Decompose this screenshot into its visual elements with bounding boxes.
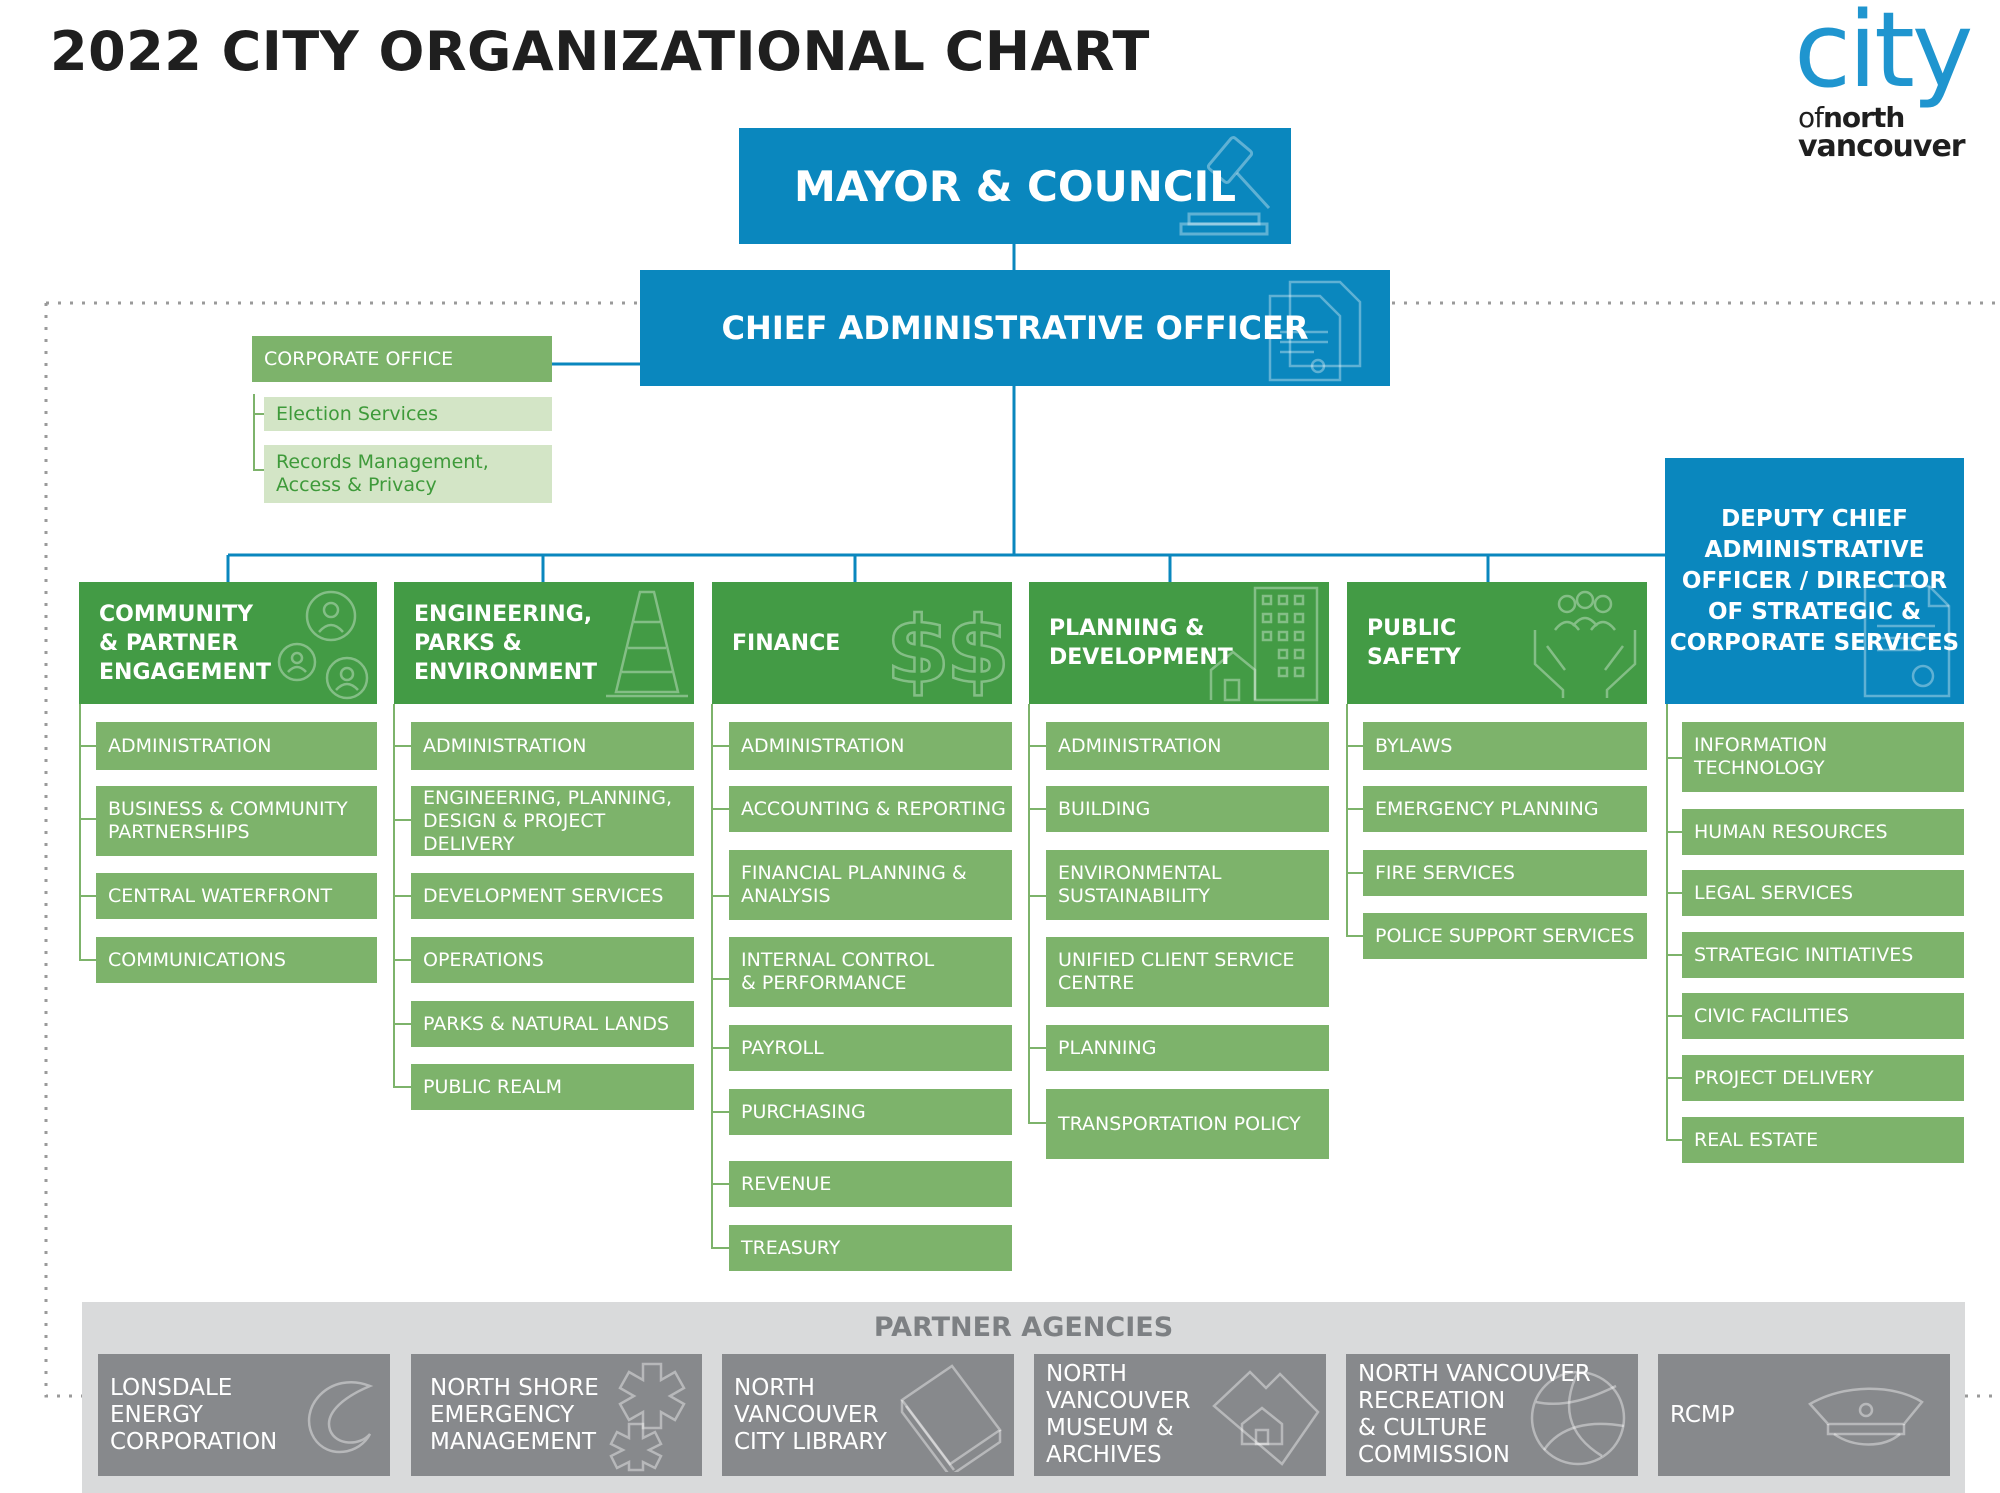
unit-box: ACCOUNTING & REPORTING [729,786,1012,832]
partner-agency-label: LONSDALE ENERGY CORPORATION [110,1374,278,1455]
logo-of-north: ofnorth [1798,101,1905,134]
city-logo: city ofnorth vancouver [1790,0,2000,168]
unit-box: PLANNING [1046,1025,1329,1071]
unit-box: FIRE SERVICES [1363,850,1647,896]
unit-box: REVENUE [729,1161,1012,1207]
unit-box: OPERATIONS [411,937,694,983]
unit-box: HUMAN RESOURCES [1682,809,1964,855]
hands-people-icon [1533,590,1637,698]
partner-agencies-panel [82,1302,1965,1493]
unit-box: BUILDING [1046,786,1329,832]
unit-box: LEGAL SERVICES [1682,870,1964,916]
traffic-cone-icon [606,590,688,698]
dollar-signs-icon: $ $ [885,596,1010,700]
unit-box: TREASURY [729,1225,1012,1271]
unit-box: ADMINISTRATION [729,722,1012,770]
dept-name: COMMUNITY & PARTNER ENGAGEMENT [99,601,271,685]
page-title: 2022 CITY ORGANIZATIONAL CHART [50,20,1150,83]
unit-box: PAYROLL [729,1025,1012,1071]
star-of-life-icon [609,1362,686,1472]
cao-box: CHIEF ADMINISTRATIVE OFFICER [640,270,1390,386]
unit-box: PROJECT DELIVERY [1682,1055,1964,1101]
unit-box: ADMINISTRATION [411,722,694,770]
partner-agency-box: LONSDALE ENERGY CORPORATION [98,1354,390,1476]
logo-vancouver: vancouver [1798,129,1966,164]
dept-name: PUBLIC SAFETY [1367,616,1461,670]
deputy-cao-label: DEPUTY CHIEF ADMINISTRATIVE OFFICER / DI… [1669,505,1960,656]
partner-agency-label: RCMP [1670,1401,1735,1428]
dept-header-engineering-parks-environment: ENGINEERING, PARKS & ENVIRONMENT [394,582,694,704]
dept-header-community-partner-engagement: COMMUNITY & PARTNER ENGAGEMENT [79,582,377,704]
unit-box: PARKS & NATURAL LANDS [411,1001,694,1047]
svg-text:$: $ [946,597,1010,700]
mayor-council-box: MAYOR & COUNCIL [739,128,1291,244]
unit-box: STRATEGIC INITIATIVES [1682,932,1964,978]
partner-agencies-title: PARTNER AGENCIES [873,1312,1174,1343]
unit-box: ADMINISTRATION [96,722,377,770]
dept-name: FINANCE [732,630,841,656]
corporate-office-item: Election Services [264,397,552,431]
partner-agency-label: NORTH SHORE EMERGENCY MANAGEMENT [430,1374,599,1455]
svg-text:$: $ [886,597,950,700]
unit-box: INFORMATION TECHNOLOGY [1682,722,1964,792]
unit-box: INTERNAL CONTROL & PERFORMANCE [729,937,1012,1007]
corporate-office-box: CORPORATE OFFICE [252,336,552,382]
folder-house-icon [1212,1370,1320,1466]
corporate-office-item: Records Management, Access & Privacy [264,445,552,503]
unit-box: BYLAWS [1363,722,1647,770]
people-network-icon [277,590,369,700]
partner-agency-label: NORTH VANCOUVER MUSEUM & ARCHIVES [1046,1361,1191,1468]
unit-box: ADMINISTRATION [1046,722,1329,770]
unit-box: UNIFIED CLIENT SERVICE CENTRE [1046,937,1329,1007]
police-hat-icon [1808,1387,1924,1446]
book-icon [900,1364,1002,1472]
mayor-council-label: MAYOR & COUNCIL [793,161,1237,211]
logo-city: city [1794,0,1973,111]
partner-agency-box: NORTH SHORE EMERGENCY MANAGEMENT [411,1354,702,1476]
unit-box: ENGINEERING, PLANNING, DESIGN & PROJECT … [411,786,694,856]
partner-agency-box: NORTH VANCOUVER RECREATION & CULTURE COM… [1346,1354,1638,1476]
unit-box: CENTRAL WATERFRONT [96,873,377,919]
unit-box: ENVIRONMENTAL SUSTAINABILITY [1046,850,1329,920]
partner-agency-label: NORTH VANCOUVER CITY LIBRARY [734,1374,887,1455]
unit-box: PUBLIC REALM [411,1064,694,1110]
unit-box: TRANSPORTATION POLICY [1046,1089,1329,1159]
partner-agency-box: NORTH VANCOUVER CITY LIBRARY [722,1354,1014,1476]
partner-agency-label: NORTH VANCOUVER RECREATION & CULTURE COM… [1358,1361,1591,1468]
unit-box: POLICE SUPPORT SERVICES [1363,913,1647,959]
unit-box: FINANCIAL PLANNING & ANALYSIS [729,850,1012,920]
unit-box: BUSINESS & COMMUNITY PARTNERSHIPS [96,786,377,856]
dept-header-finance: $ $ FINANCE [712,582,1012,704]
unit-box: REAL ESTATE [1682,1117,1964,1163]
dept-name: PLANNING & DEVELOPMENT [1049,616,1233,670]
unit-box: CIVIC FACILITIES [1682,993,1964,1039]
dept-header-planning-development: PLANNING & DEVELOPMENT [1029,582,1329,704]
cao-label: CHIEF ADMINISTRATIVE OFFICER [721,309,1309,347]
partner-agency-box: RCMP [1658,1354,1950,1476]
partner-agency-box: NORTH VANCOUVER MUSEUM & ARCHIVES [1034,1354,1326,1476]
swirl-icon [307,1380,374,1454]
unit-box: COMMUNICATIONS [96,937,377,983]
unit-box: DEVELOPMENT SERVICES [411,873,694,919]
deputy-cao-box: DEPUTY CHIEF ADMINISTRATIVE OFFICER / DI… [1665,458,1964,704]
dept-name: ENGINEERING, PARKS & ENVIRONMENT [414,601,598,685]
unit-box: EMERGENCY PLANNING [1363,786,1647,832]
dept-header-public-safety: PUBLIC SAFETY [1347,582,1647,704]
unit-box: PURCHASING [729,1089,1012,1135]
